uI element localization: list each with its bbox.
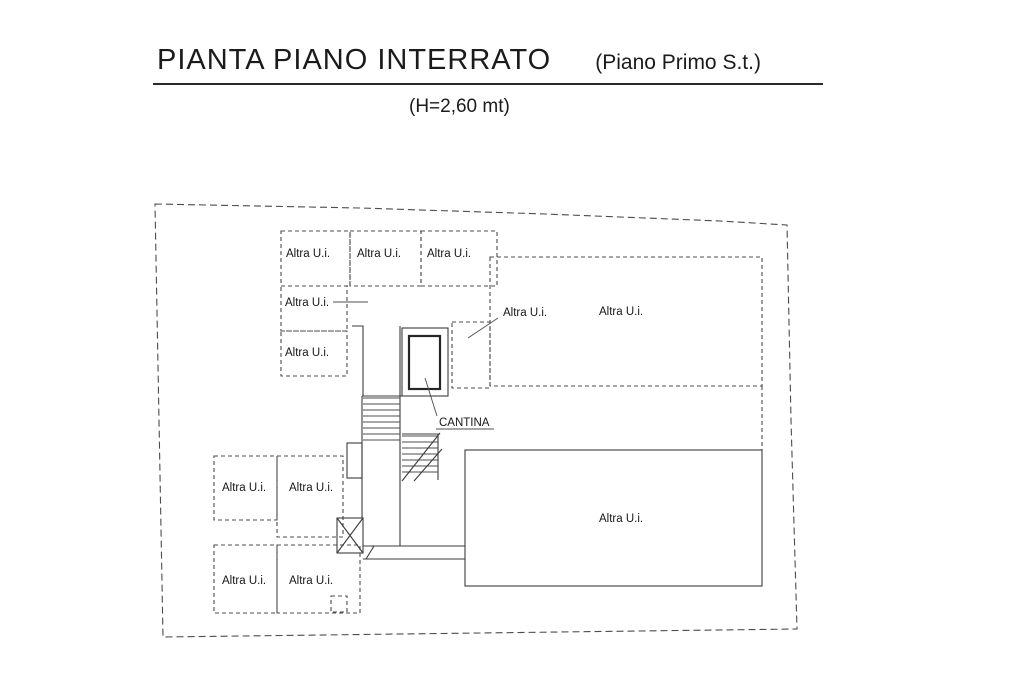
room-label-midleft-2: Altra U.i. xyxy=(289,482,333,494)
height-note: (H=2,60 mt) xyxy=(409,96,510,117)
room-outline-bottom-small xyxy=(330,595,348,613)
stair-break-line xyxy=(401,432,441,482)
big-room-south xyxy=(464,449,763,587)
room-label-top-3: Altra U.i. xyxy=(427,248,471,260)
core-walls xyxy=(336,325,465,560)
leader-cantina xyxy=(424,377,438,417)
room-labels: Altra U.i. Altra U.i. Altra U.i. Altra U… xyxy=(222,248,643,587)
room-outline-midleft-2 xyxy=(276,455,344,538)
room-outline-left-2 xyxy=(280,330,348,377)
leader-lines xyxy=(333,301,499,430)
room-outline-bottomleft-1 xyxy=(213,544,278,614)
title-underline xyxy=(153,83,823,85)
room-outline-bottomleft-2 xyxy=(276,544,361,614)
lower-stair-box xyxy=(336,517,364,554)
room-label-annotation: Altra U.i. xyxy=(503,307,547,319)
page-subtitle: (Piano Primo S.t.) xyxy=(595,51,761,74)
leader-annotation xyxy=(467,317,499,339)
staircase xyxy=(363,397,443,482)
room-label-right-upper: Altra U.i. xyxy=(599,306,643,318)
room-label-right-lower: Altra U.i. xyxy=(599,513,643,525)
room-label-left-1: Altra U.i. xyxy=(285,297,329,309)
room-label-bottomleft-1: Altra U.i. xyxy=(222,575,266,587)
room-outline-left-1 xyxy=(280,285,348,332)
cantina-room-walls xyxy=(401,327,449,397)
room-label-midleft-1: Altra U.i. xyxy=(222,482,266,494)
room-outline-top-1 xyxy=(280,230,351,287)
site-boundary xyxy=(154,203,798,638)
drawing-header: PIANTA PIANO INTERRATO (Piano Primo S.t.… xyxy=(157,44,761,77)
room-label-cantina: CANTINA xyxy=(439,417,490,429)
room-label-top-2: Altra U.i. xyxy=(357,248,401,260)
room-label-top-1: Altra U.i. xyxy=(286,248,330,260)
room-outline-right-upper xyxy=(489,256,763,387)
room-label-left-2: Altra U.i. xyxy=(285,347,329,359)
room-outline-top-3 xyxy=(420,230,498,287)
dashed-rooms xyxy=(213,230,763,614)
page-title: PIANTA PIANO INTERRATO xyxy=(157,44,552,76)
room-outline-center-small xyxy=(451,321,491,389)
room-label-bottomleft-2: Altra U.i. xyxy=(289,575,333,587)
